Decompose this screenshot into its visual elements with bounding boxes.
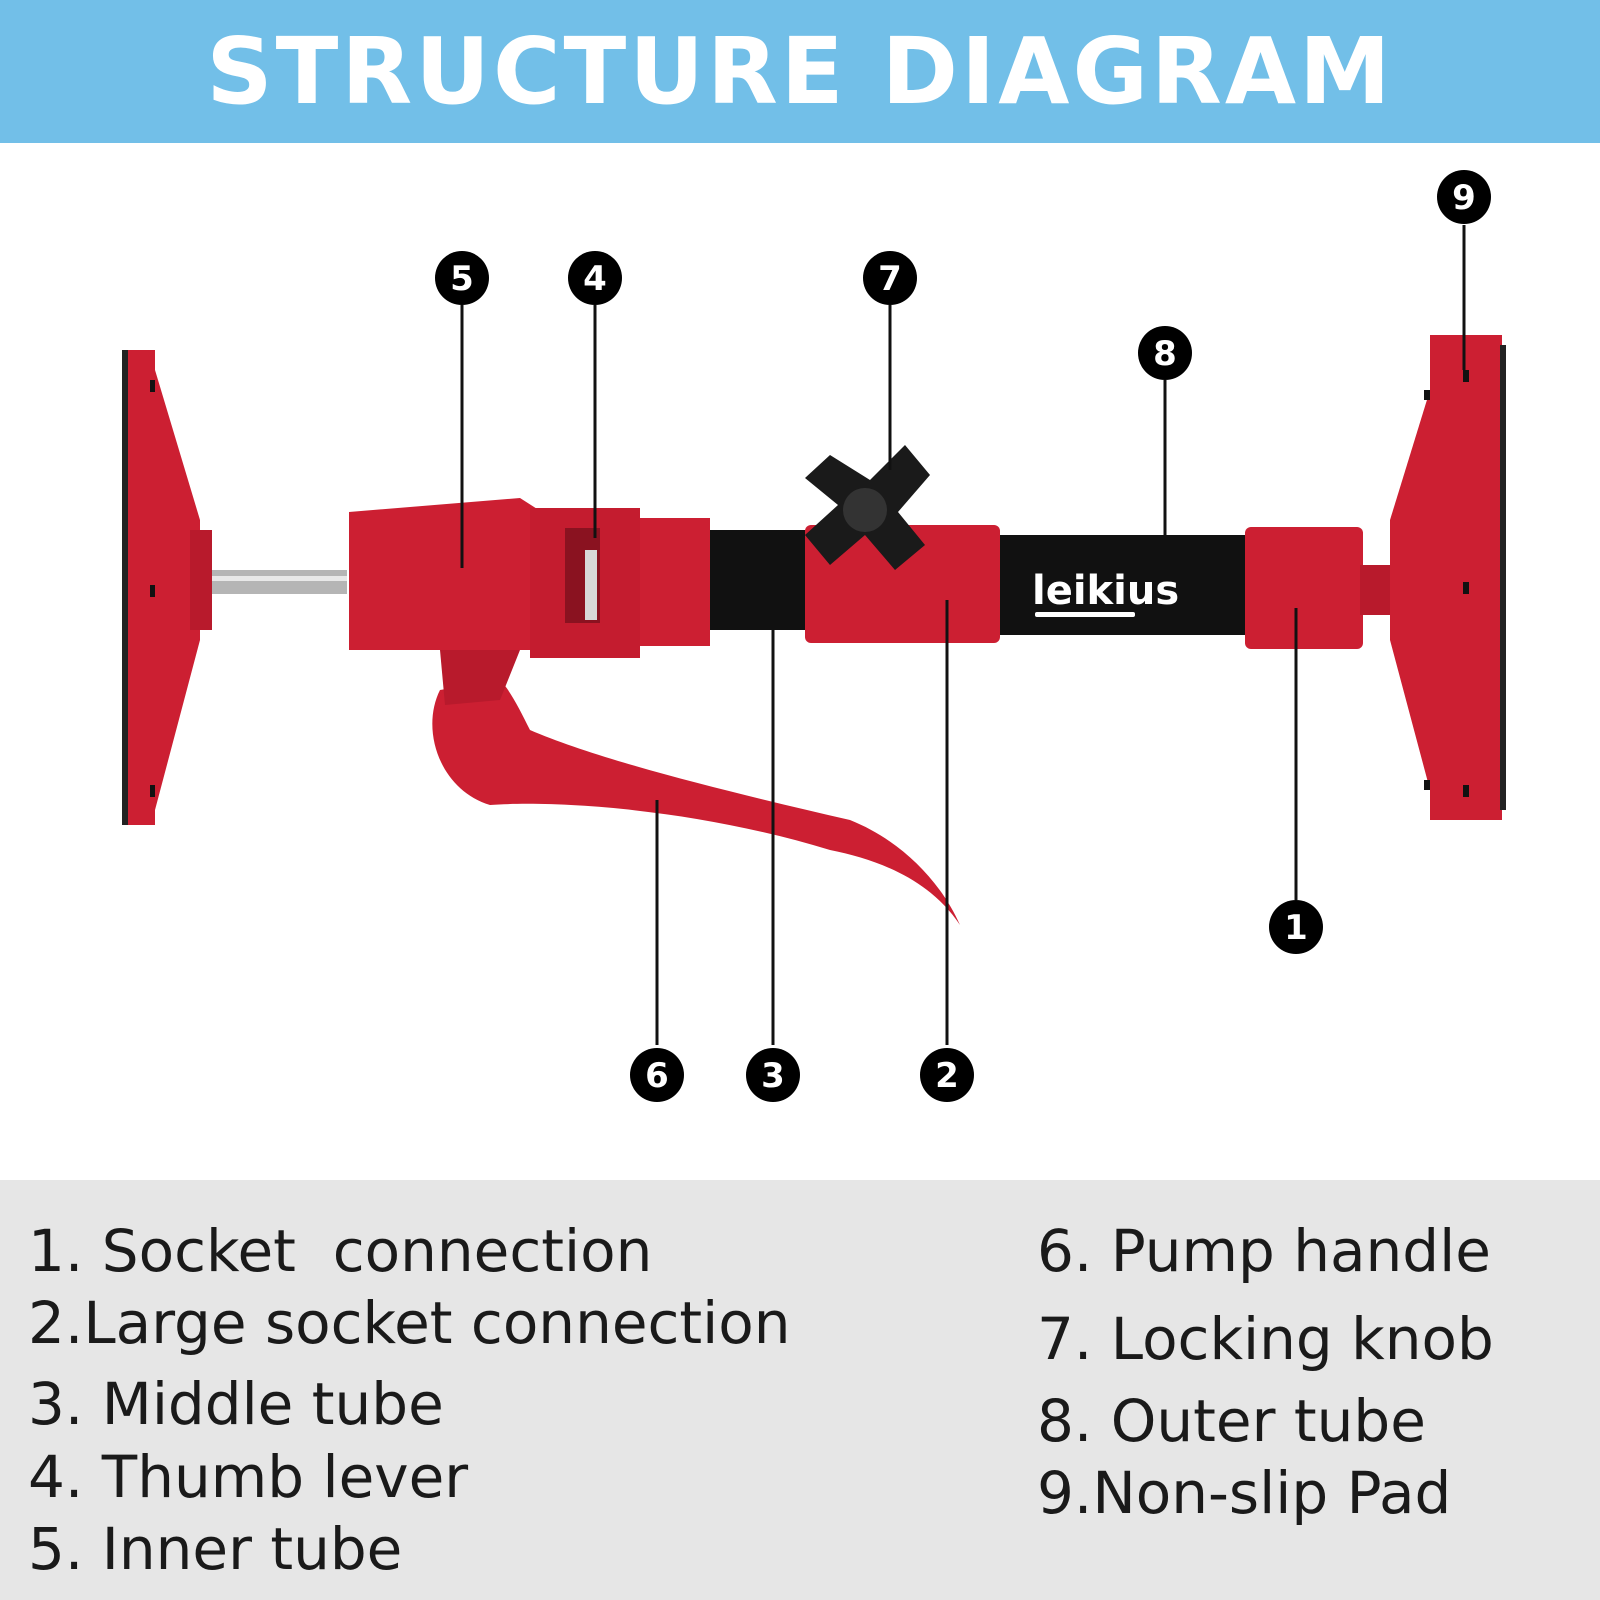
legend-item-2: 2.Large socket connection (28, 1289, 791, 1357)
large-socket-connection (805, 525, 1000, 643)
svg-text:1: 1 (1284, 908, 1308, 948)
legend-item-8: 8. Outer tube (1037, 1387, 1426, 1455)
header-banner: STRUCTURE DIAGRAM (0, 0, 1600, 143)
left-pad (122, 350, 212, 825)
legend-item-1: 1. Socket connection (28, 1217, 653, 1285)
legend-item-9: 9.Non-slip Pad (1037, 1459, 1452, 1527)
locking-knob (805, 445, 930, 570)
callout-2: 2 (920, 1048, 974, 1102)
svg-text:7: 7 (878, 259, 902, 299)
legend-item-4: 4. Thumb lever (28, 1443, 469, 1511)
legend-item-3: 3. Middle tube (28, 1370, 444, 1438)
callout-8: 8 (1138, 326, 1192, 380)
svg-text:2: 2 (935, 1056, 959, 1096)
socket-connection (1245, 527, 1363, 649)
callout-7: 7 (863, 251, 917, 305)
svg-text:4: 4 (583, 259, 607, 299)
svg-text:9: 9 (1452, 178, 1476, 218)
outer-tube (1000, 535, 1245, 635)
svg-text:6: 6 (645, 1056, 669, 1096)
callout-3: 3 (746, 1048, 800, 1102)
middle-tube (710, 530, 810, 630)
legend-panel: 1. Socket connection 2.Large socket conn… (0, 1180, 1600, 1600)
callout-9: 9 (1437, 170, 1491, 224)
leader-lines (460, 225, 1466, 1045)
tool-illustration: leikius 1 2 3 (122, 170, 1506, 1102)
pump-handle (432, 680, 960, 925)
diagram-stage: leikius 1 2 3 (0, 143, 1600, 1180)
svg-text:5: 5 (450, 259, 474, 299)
svg-text:8: 8 (1153, 334, 1177, 374)
callout-6: 6 (630, 1048, 684, 1102)
legend-item-5: 5. Inner tube (28, 1515, 403, 1583)
legend-item-6: 6. Pump handle (1037, 1217, 1491, 1285)
svg-text:3: 3 (761, 1056, 785, 1096)
callout-1: 1 (1269, 900, 1323, 954)
right-pad (1390, 335, 1506, 820)
page-title: STRUCTURE DIAGRAM (206, 17, 1394, 125)
brand-logo: leikius (1032, 568, 1179, 614)
callout-4: 4 (568, 251, 622, 305)
pump-body (349, 498, 710, 658)
callout-5: 5 (435, 251, 489, 305)
legend-item-7: 7. Locking knob (1037, 1305, 1494, 1373)
steel-rod (212, 570, 347, 594)
